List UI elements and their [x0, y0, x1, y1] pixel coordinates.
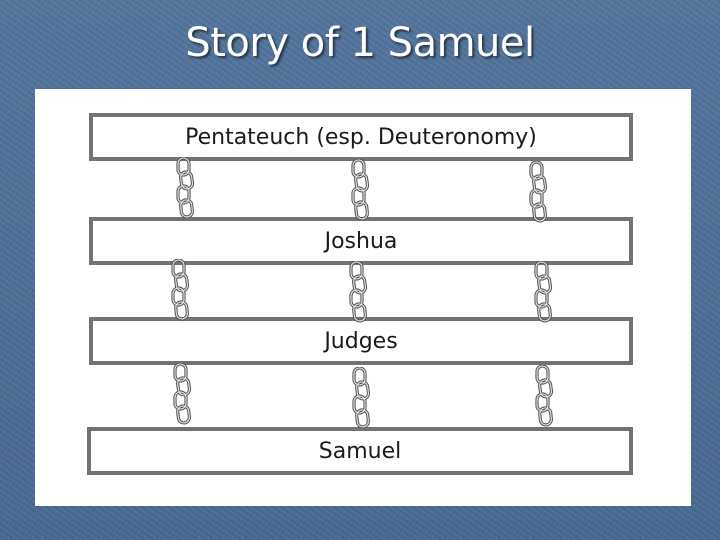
chain-link-icon [173, 363, 192, 425]
book-label-pentateuch: Pentateuch (esp. Deuteronomy) [185, 124, 537, 150]
chain-link-icon [171, 259, 190, 321]
book-judges: Judges [89, 317, 633, 365]
chain-link-icon [352, 367, 371, 429]
chain-link-icon [176, 157, 195, 219]
chain-link-icon [349, 261, 368, 323]
book-label-judges: Judges [324, 328, 398, 354]
book-samuel: Samuel [87, 427, 633, 475]
chain-link-icon [535, 365, 554, 427]
book-label-joshua: Joshua [324, 228, 398, 254]
diagram-panel: Pentateuch (esp. Deuteronomy) Joshua Jud… [35, 89, 691, 506]
book-joshua: Joshua [89, 217, 633, 265]
chain-link-icon [529, 161, 548, 223]
book-label-samuel: Samuel [318, 438, 402, 464]
chain-link-icon [534, 261, 553, 323]
chain-link-icon [351, 159, 370, 221]
book-pentateuch: Pentateuch (esp. Deuteronomy) [89, 113, 633, 161]
slide-title: Story of 1 Samuel [185, 20, 535, 66]
